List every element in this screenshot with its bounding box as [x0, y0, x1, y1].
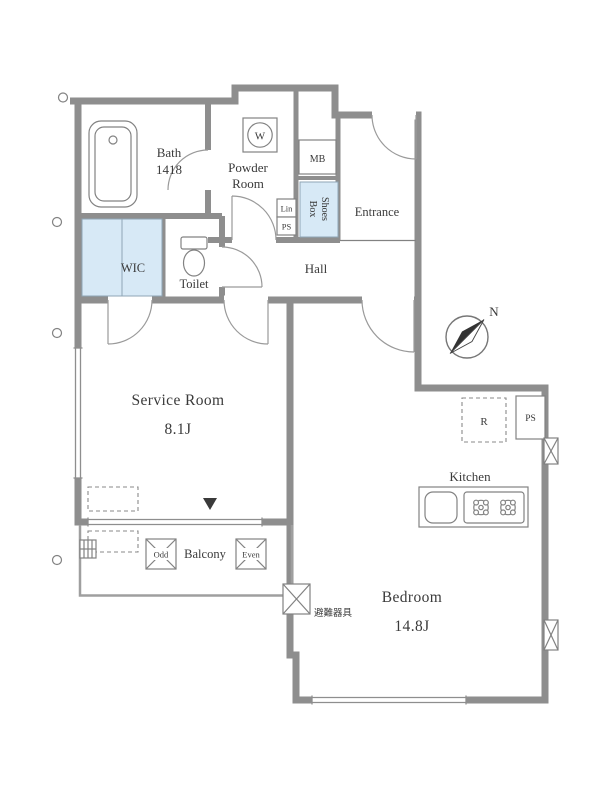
- washing-machine-icon: W: [242, 117, 278, 153]
- north-label: N: [489, 304, 499, 319]
- toilet-label: Toilet: [180, 277, 210, 291]
- svg-text:Lin: Lin: [281, 204, 294, 214]
- compass-icon: N: [445, 304, 499, 359]
- svg-text:MB: MB: [310, 154, 326, 165]
- exterior-walls: [70, 84, 549, 704]
- door-arcs: [107, 114, 417, 353]
- pipe-space-hall: PS: [276, 216, 297, 236]
- meter-box: MB: [298, 139, 337, 175]
- svg-text:Even: Even: [242, 550, 260, 560]
- hall-label: Hall: [305, 261, 328, 276]
- svg-text:Odd: Odd: [154, 550, 169, 560]
- service-room-label: Service Room: [131, 392, 224, 409]
- svg-text:R: R: [480, 416, 488, 428]
- balcony: Odd Even Balcony: [78, 525, 294, 597]
- shoes-box: [299, 181, 339, 238]
- bedroom-size: 14.8J: [394, 618, 429, 635]
- room-labels: Bath 1418 Powder Room Shoes Box Entrance…: [121, 145, 491, 635]
- service-room-size: 8.1J: [164, 421, 191, 438]
- svg-text:W: W: [255, 131, 266, 143]
- powder-room-label-2: Room: [232, 176, 264, 191]
- wic-label: WIC: [121, 261, 145, 275]
- stove-icon: [463, 491, 525, 524]
- service-room-side-window: [73, 347, 83, 479]
- svg-text:PS: PS: [525, 414, 536, 424]
- balcony-grate-icon: [79, 539, 97, 559]
- escape-hatch-icon: 避難器具: [282, 583, 353, 619]
- stove-burner-icon: [473, 499, 489, 516]
- svg-text:PS: PS: [282, 222, 292, 232]
- balcony-label: Balcony: [184, 547, 226, 561]
- powder-room-label-1: Powder: [228, 160, 268, 175]
- escape-hatch-label: 避難器具: [314, 607, 353, 619]
- bedroom-window: [311, 695, 467, 705]
- service-room-ac-unit: [87, 486, 139, 512]
- refrigerator-space: R: [461, 397, 507, 443]
- even-marker: Even: [235, 538, 267, 570]
- wic-closet: [81, 218, 163, 297]
- bathtub-icon: [88, 120, 138, 208]
- bath-label: Bath: [157, 145, 182, 160]
- linen-box: Lin: [276, 198, 297, 218]
- balcony-window: [87, 517, 263, 527]
- exterior-markers: [51, 92, 69, 566]
- bath-size: 1418: [156, 162, 182, 177]
- balcony-ac-unit: [87, 530, 139, 553]
- right-pilasters: [543, 437, 559, 651]
- sink-icon: [424, 491, 458, 524]
- kitchen-counter: [418, 486, 529, 528]
- entrance-label: Entrance: [355, 205, 400, 219]
- bedroom-label: Bedroom: [382, 589, 443, 606]
- windows: [73, 347, 467, 705]
- shoes-box-label-1: Shoes: [319, 197, 330, 221]
- stove-burner-icon: [500, 499, 516, 516]
- door-openings: [108, 110, 416, 305]
- toilet-icon: [180, 236, 208, 277]
- pipe-space-kitchen: PS: [515, 395, 546, 440]
- kitchen-label: Kitchen: [449, 469, 491, 484]
- entry-direction-triangle: [203, 498, 217, 510]
- odd-marker: Odd: [145, 538, 177, 570]
- shoes-box-label-2: Box: [307, 201, 318, 218]
